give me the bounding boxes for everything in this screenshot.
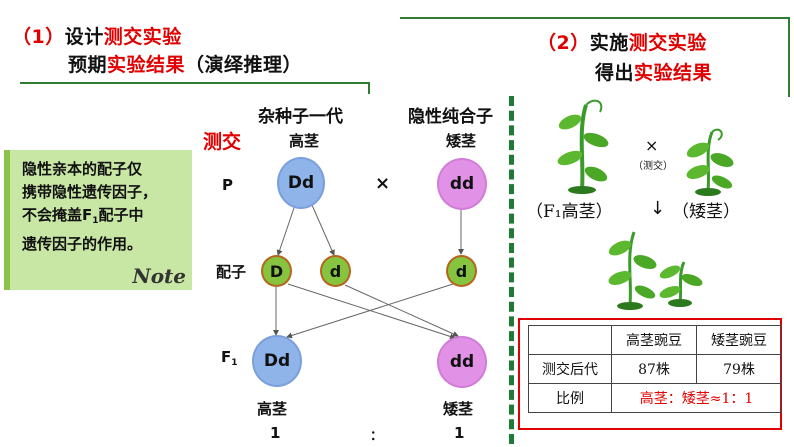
gamete-D-circle: D <box>261 255 292 287</box>
results-table: 高茎豌豆 矮茎豌豆 测交后代 87株 79株 比例 高茎：矮茎≈1：1 <box>528 325 782 413</box>
gamete-d-circle-2: d <box>446 255 477 287</box>
parent1-circle: Dd <box>277 157 325 209</box>
table-header-cell <box>528 325 612 355</box>
part2-heading-line2: 得出实验结果 <box>595 62 713 84</box>
table-cell: 79株 <box>696 354 782 384</box>
cross-label: 测交 <box>203 131 242 153</box>
table-cell: 比例 <box>528 383 612 413</box>
offspring-Dd-circle: Dd <box>252 335 302 387</box>
plants-testcross-label: （测交） <box>633 161 673 172</box>
top-right-frame-line <box>400 17 790 19</box>
plants-down-arrow: ↓ <box>650 198 666 219</box>
line-p1-to-D <box>276 204 296 256</box>
offspring-dd-circle: dd <box>437 336 487 388</box>
table-header-cell: 矮茎豌豆 <box>696 325 782 355</box>
title-underline-tick <box>368 82 370 94</box>
row-label-f1: F1 <box>221 348 238 368</box>
short-plant-icon <box>686 128 734 196</box>
table-header-cell: 高茎豌豆 <box>611 325 697 355</box>
f1-tall-label: （F₁高茎） <box>526 202 613 222</box>
offspring-tall-plant-icon <box>608 231 657 310</box>
part1-heading-line2: 预期实验结果（演绎推理） <box>68 54 303 76</box>
parent2-circle: dd <box>437 158 487 210</box>
part1-heading-line1: （1）设计测交实验 <box>12 26 182 48</box>
offspring1-phenotype: 高茎 <box>257 400 288 418</box>
parent1-title: 杂种子一代 <box>258 107 343 127</box>
offspring2-phenotype: 矮茎 <box>443 400 474 418</box>
table-row: 测交后代 87株 79株 <box>528 354 782 384</box>
divider-dashed-line <box>509 96 514 444</box>
top-right-frame-vline <box>788 17 790 97</box>
tall-plant-icon <box>557 99 609 194</box>
note-line-4: 遗传因子的作用。 <box>22 235 143 253</box>
note-line-2: 携带隐性遗传因子， <box>22 183 158 201</box>
plants-times-symbol: × <box>645 136 659 155</box>
note-box: 隐性亲本的配子仅 携带隐性遗传因子， 不会掩盖F1配子中 遗传因子的作用。 No… <box>4 150 192 290</box>
parent2-phenotype: 矮茎 <box>446 132 477 150</box>
gamete-d-circle-1: d <box>320 255 351 287</box>
short-label: （矮茎） <box>672 202 740 222</box>
line-D-to-dd <box>287 283 456 340</box>
ratio-cell: 高茎：矮茎≈1：1 <box>611 383 782 413</box>
table-header-row: 高茎豌豆 矮茎豌豆 <box>528 325 782 355</box>
cross-times-symbol: × <box>375 173 391 194</box>
parent1-phenotype: 高茎 <box>289 132 320 150</box>
part2-heading-line1: （2）实施测交实验 <box>537 32 707 54</box>
row-label-p: P <box>222 176 233 194</box>
title-underline <box>20 82 370 84</box>
ratio-right: 1 <box>454 424 465 442</box>
ratio-left: 1 <box>270 424 281 442</box>
table-cell: 87株 <box>611 354 697 384</box>
line-p1-to-d <box>311 204 335 256</box>
offspring-short-plant-icon <box>659 261 703 307</box>
line-d2-to-Dd <box>286 283 454 339</box>
table-row: 比例 高茎：矮茎≈1：1 <box>528 383 782 413</box>
note-line-1: 隐性亲本的配子仅 <box>22 160 143 178</box>
note-line-3: 不会掩盖F1配子中 <box>22 206 144 226</box>
table-cell: 测交后代 <box>528 354 612 384</box>
row-label-gamete: 配子 <box>216 263 247 281</box>
ratio-separator: ： <box>370 429 384 444</box>
line-d-to-dd <box>344 284 459 337</box>
note-script-label: Note <box>132 264 186 288</box>
parent2-title: 隐性纯合子 <box>408 107 493 127</box>
